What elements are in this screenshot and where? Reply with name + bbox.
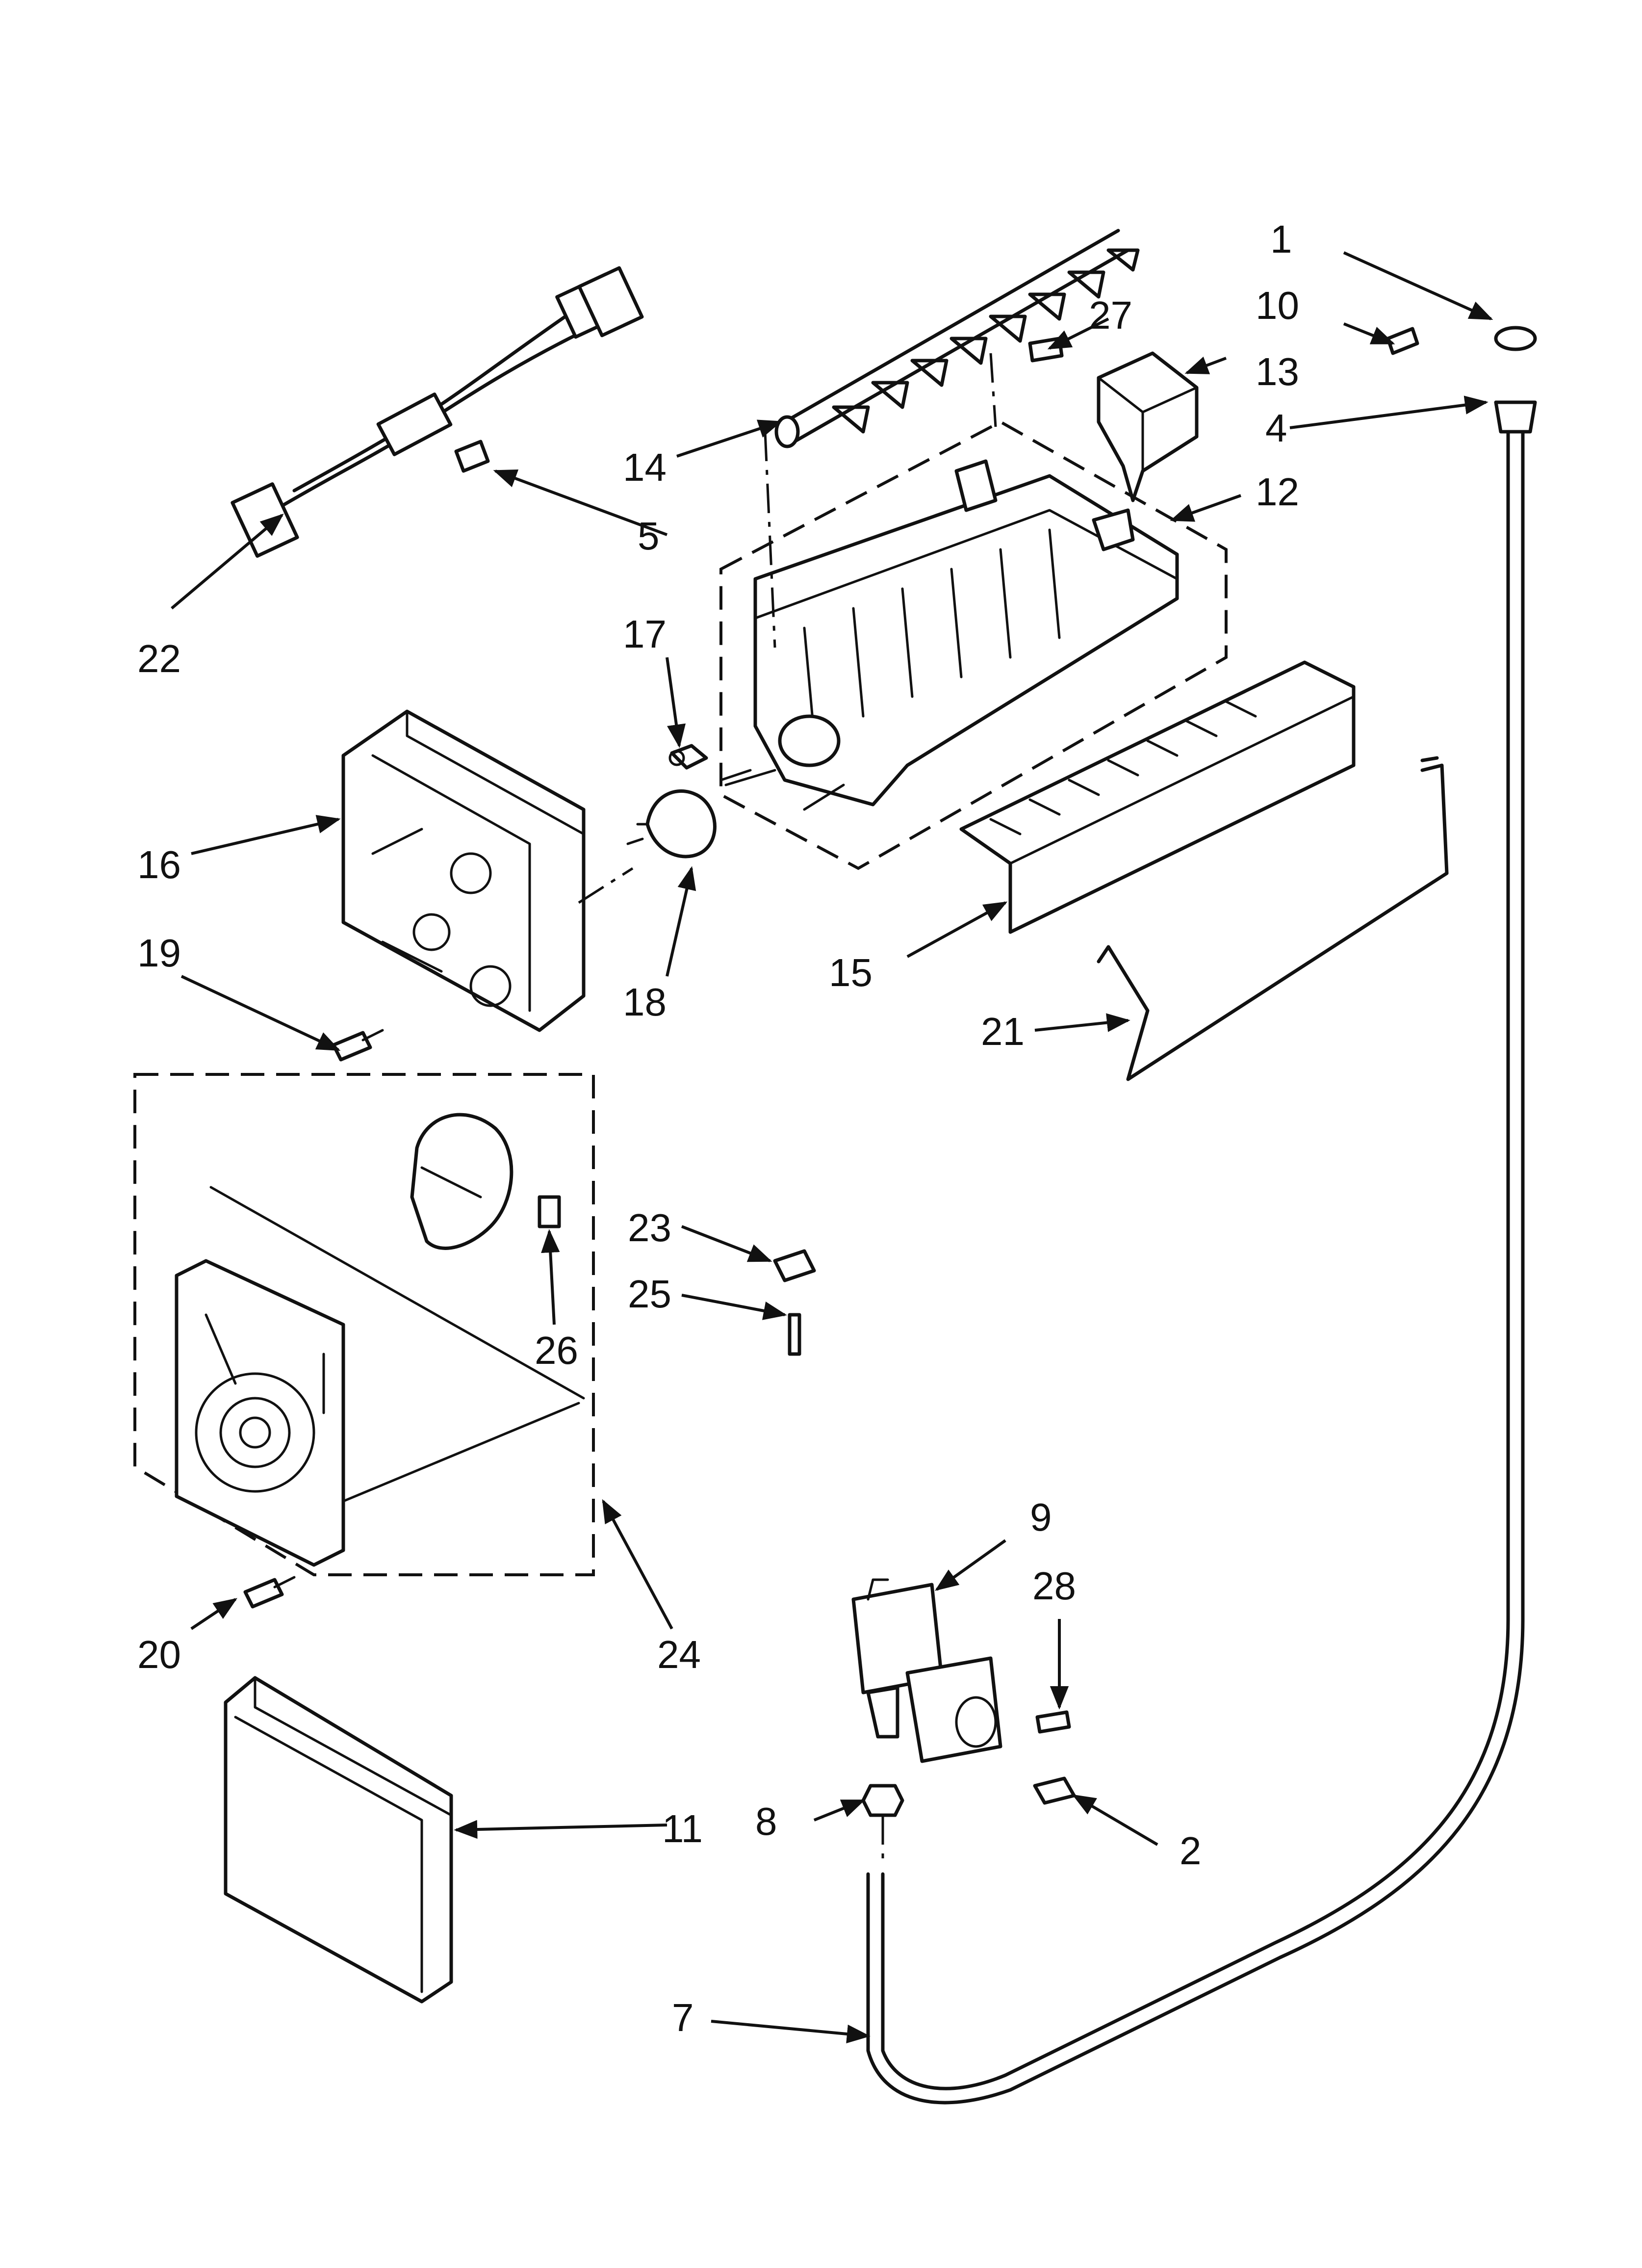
callout-25: 25 xyxy=(628,1272,671,1316)
callout-4: 4 xyxy=(1265,406,1287,450)
callout-1: 1 xyxy=(1270,217,1292,261)
callout-28: 28 xyxy=(1032,1564,1076,1608)
callout-22: 22 xyxy=(137,637,181,680)
control-housing-part xyxy=(341,709,586,1032)
callout-13: 13 xyxy=(1256,350,1299,393)
callout-5: 5 xyxy=(638,514,660,558)
callout-24: 24 xyxy=(657,1633,701,1676)
alignment-line xyxy=(764,431,776,648)
callout-labels: 1 2 4 5 7 8 9 10 11 12 13 14 15 16 17 18… xyxy=(137,217,1299,2039)
callout-20: 20 xyxy=(137,1633,181,1676)
shutoff-arm-part xyxy=(1097,756,1449,1081)
callout-10: 10 xyxy=(1256,284,1299,327)
nut-part xyxy=(861,1784,904,1817)
leader-lines xyxy=(171,251,1493,2044)
screw-part xyxy=(243,1576,296,1609)
callout-23: 23 xyxy=(628,1206,671,1250)
mold-part xyxy=(719,420,1228,870)
callout-11: 11 xyxy=(662,1807,703,1851)
callout-12: 12 xyxy=(1256,470,1299,514)
screw-part xyxy=(332,1029,384,1062)
callout-9: 9 xyxy=(1030,1495,1052,1539)
callout-18: 18 xyxy=(623,980,667,1024)
callout-7: 7 xyxy=(672,1996,694,2039)
guard-part xyxy=(224,1676,453,2004)
callout-27: 27 xyxy=(1089,293,1132,337)
alignment-line xyxy=(578,867,634,904)
screw-part xyxy=(1386,327,1419,355)
callout-2: 2 xyxy=(1180,1829,1202,1873)
screw-part xyxy=(1028,337,1064,363)
callout-19: 19 xyxy=(137,931,181,975)
clamp-part xyxy=(1033,1776,1076,1805)
clip-part xyxy=(773,1249,816,1282)
screw-part xyxy=(1035,1710,1071,1734)
callout-26: 26 xyxy=(535,1329,578,1372)
cover-part xyxy=(1097,351,1199,502)
screw-part xyxy=(788,1313,801,1356)
water-valve-part xyxy=(851,1578,1002,1763)
ejector-part xyxy=(774,229,1140,448)
harness-clip-part xyxy=(454,440,490,473)
alignment-line xyxy=(989,353,997,427)
module-assembly-part xyxy=(133,1073,595,1576)
screw-part xyxy=(538,1195,561,1228)
stripper-part xyxy=(959,660,1356,934)
thermostat-part xyxy=(626,789,717,859)
callout-16: 16 xyxy=(137,843,181,886)
bracket-part xyxy=(668,744,708,770)
wire-harness-part xyxy=(231,266,644,558)
callout-8: 8 xyxy=(755,1799,777,1843)
callout-17: 17 xyxy=(623,612,667,656)
callout-14: 14 xyxy=(623,445,667,489)
callout-21: 21 xyxy=(981,1010,1025,1053)
water-tube-part xyxy=(866,326,1537,2105)
callout-15: 15 xyxy=(829,951,872,994)
